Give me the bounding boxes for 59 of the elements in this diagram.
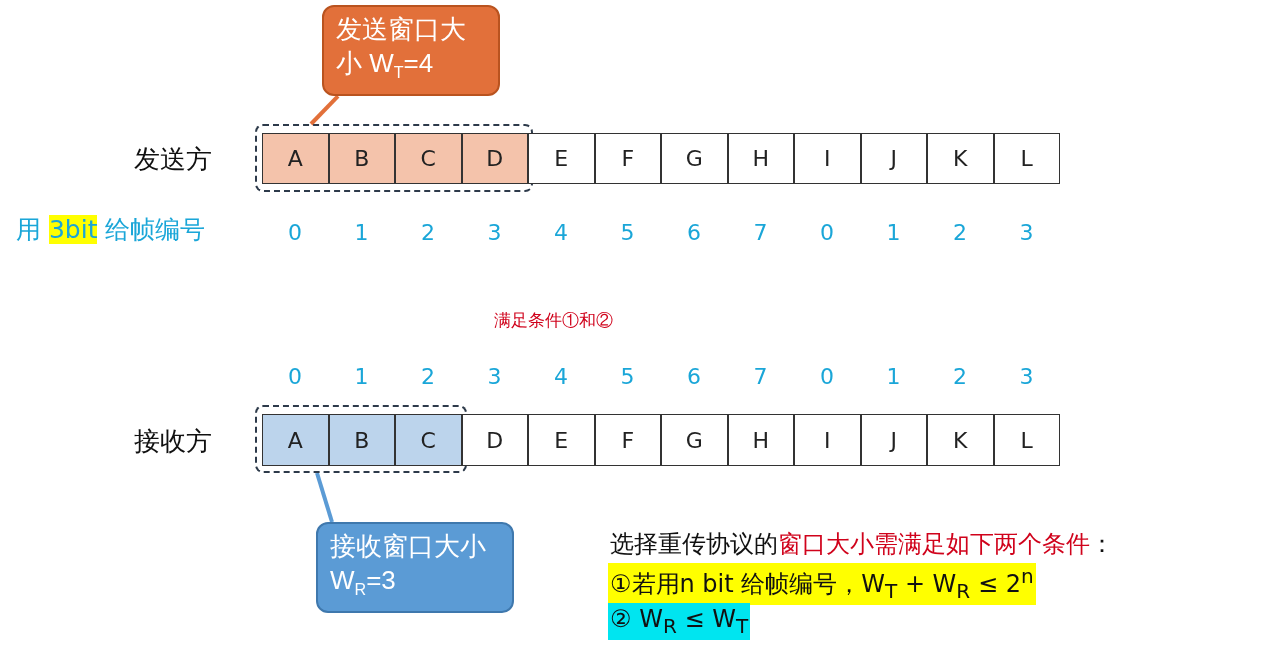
frame-cell: C (395, 133, 462, 184)
note-text: 满足条件①和② (493, 309, 614, 332)
frame-cell: I (794, 133, 861, 184)
sequence-number: 3 (486, 219, 503, 247)
frame-cell: K (927, 133, 994, 184)
row-label: 发送方 (133, 143, 213, 176)
frame-cell: C (395, 414, 462, 466)
sequence-number: 2 (420, 219, 436, 247)
sequence-number: 5 (619, 219, 636, 247)
frame-cell: J (860, 133, 927, 184)
sequence-number: 4 (553, 363, 569, 391)
frame-cell: A (262, 133, 329, 184)
frame-cell: D (461, 414, 528, 466)
condition-text: ② W$_{R}$ ≤ W$_{T}$ (608, 603, 751, 640)
frame-cell: F (594, 414, 661, 466)
frame-cell: I (794, 414, 861, 466)
caption-text: 用 3bit 给帧编号 (15, 214, 207, 246)
frame-cell: E (528, 133, 595, 184)
sequence-number: 2 (952, 219, 968, 247)
row-label: 接收方 (133, 425, 213, 458)
sequence-number: 6 (686, 363, 702, 391)
sequence-number: 1 (353, 363, 370, 391)
frame-cell: D (461, 133, 528, 184)
frame-cell: H (727, 133, 794, 184)
window-frame (255, 124, 533, 192)
frame-cell: G (661, 133, 728, 184)
sequence-number: 5 (619, 363, 636, 391)
sequence-number: 6 (686, 219, 702, 247)
sequence-number: 2 (420, 363, 436, 391)
frame-cell: B (328, 414, 395, 466)
frame-cell: J (860, 414, 927, 466)
frame-cell: G (661, 414, 728, 466)
frame-cell: H (727, 414, 794, 466)
frame-cell: E (528, 414, 595, 466)
frame-cell: B (328, 133, 395, 184)
window-frame (255, 405, 467, 473)
sequence-number: 3 (1018, 219, 1035, 247)
sequence-number: 1 (885, 219, 902, 247)
sequence-number: 7 (752, 363, 769, 391)
sequence-number: 0 (287, 363, 303, 391)
frame-cell: L (993, 133, 1060, 184)
sequence-number: 3 (486, 363, 503, 391)
sequence-number: 7 (752, 219, 769, 247)
frame-cell: A (262, 414, 329, 466)
callout-bubble: 发送窗口大小 W$_{T}$=4 (322, 5, 500, 97)
callout-bubble: 接收窗口大小 W$_{R}$=3 (316, 522, 514, 614)
sequence-number: 0 (819, 219, 835, 247)
frame-cell: L (993, 414, 1060, 466)
sequence-number: 4 (553, 219, 569, 247)
sequence-number: 2 (952, 363, 968, 391)
sequence-number: 0 (287, 219, 303, 247)
sequence-number: 1 (353, 219, 370, 247)
condition-heading: 选择重传协议的窗口大小需满足如下两个条件： (609, 529, 1115, 560)
condition-text: ①若用n bit 给帧编号，W$_{T}$ + W$_{R}$ ≤ 2$^{n}$ (608, 563, 1036, 605)
sequence-number: 0 (819, 363, 835, 391)
sequence-number: 3 (1018, 363, 1035, 391)
frame-cell: F (594, 133, 661, 184)
frame-cell: K (927, 414, 994, 466)
sequence-number: 1 (885, 363, 902, 391)
